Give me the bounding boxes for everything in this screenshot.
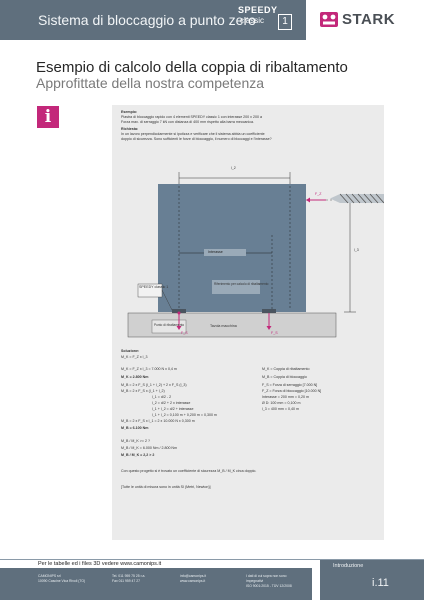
label-l3: l_3 (354, 248, 359, 252)
page-title: Esempio di calcolo della coppia di ribal… (36, 59, 348, 76)
footer-legal: impegnativi (246, 579, 264, 583)
question-line: doppio di sicurezza. Sono sufficienti le… (121, 137, 272, 141)
solution-line: M_B = 2 x F_S x (l_1 + l_2) (121, 389, 165, 393)
solution-heading: Soluzione: (121, 349, 140, 353)
footer-section: Introduzione (333, 563, 364, 569)
example-line: Forza max. di serraggio 7 kN con distanz… (121, 120, 255, 124)
label-l2: l_2 (231, 166, 236, 170)
stark-logo: STARK (306, 0, 424, 40)
legend-line: Ø D: 100 mm = 0,100 m (262, 401, 301, 405)
tilting-diagram (127, 172, 384, 338)
question-line: In un lavoro perpendicolarmente si ipoti… (121, 132, 265, 136)
footer-fax: Fax 011 959 47 27 (112, 579, 141, 583)
solution-line: l_1 + l_2 = 0,100 m + 0,200 m = 0,300 m (152, 413, 217, 417)
footer-download-text: Per le tabelle ed i files 3D vedere www.… (38, 561, 162, 567)
solution-line: M_K = F_Z x l_3 (121, 355, 148, 359)
footer-website: www.camonips.it (180, 579, 206, 583)
page-number: i.11 (372, 577, 389, 589)
speedy-classic-badge: SPEEDY classic 1 (238, 5, 296, 35)
label-fs-left: F_S (181, 331, 188, 335)
solution-line: M_K = 2.800 Nm (121, 375, 149, 379)
speedy-sub: classic (240, 16, 265, 25)
label-interasse: Interasse (208, 250, 223, 254)
label-fz: F_Z (315, 192, 322, 196)
footer-company: 10090 Cascine Vica Rivoli (TO) (38, 579, 86, 583)
footer-company: CAMONIPS srl (38, 574, 61, 578)
label-punto: Punto di ribaltamento (154, 323, 185, 327)
legend-line: F_Z = Forza di bloccaggio [10.000 N] (262, 389, 322, 393)
legend-line: l_3 = 400 mm = 0,40 m (262, 407, 299, 411)
info-icon: i (37, 106, 59, 128)
label-speedy: SPEEDY classic 1 (139, 285, 169, 289)
solution-line: M_B / M_K = 2,2 > 2 (121, 453, 155, 457)
speedy-number: 1 (278, 14, 292, 30)
solution-line: M_B / M_K >= 2 ? (121, 439, 150, 443)
header-bar: Sistema di bloccaggio a punto zero SPEED… (0, 0, 424, 40)
units-note: [Tutte le unità di misura sono in unità … (121, 485, 211, 489)
label-fs-right: F_S (271, 331, 278, 335)
speedy-brand: SPEEDY (238, 5, 278, 15)
footer-divider (0, 559, 424, 560)
footer-legal: I dati di cui sopra non sono (246, 574, 287, 578)
example-line: Piastra di bloccaggio rapido con 4 eleme… (121, 115, 262, 119)
footer-email: info@camonips.it (180, 574, 207, 578)
question-heading: Richiesta: (121, 127, 139, 131)
example-panel: Esempio: Piastra di bloccaggio rapido co… (112, 105, 384, 540)
footer-phone: Tel. 011 959 75 25 r.a. (112, 574, 146, 578)
legend-line: F_S = Forza di serraggio [7.000 N] (262, 383, 318, 387)
example-heading: Esempio: (121, 110, 138, 114)
solution-line: M_B / M_K = 6.000 Nm / 2.800 Nm (121, 446, 178, 450)
logo-text: STARK (342, 11, 396, 28)
footer-legal: ISO 9001:2015 - TÜV 12/2008 (246, 584, 292, 588)
drill-icon (330, 193, 384, 204)
footer-bar: CAMONIPS srl 10090 Cascine Vica Rivoli (… (0, 568, 312, 600)
legend-line: M_K = Coppia di ribaltamento (262, 367, 310, 371)
solution-line: l_2 = d/2 + 2 x interasse (152, 401, 191, 405)
label-riferimento: Riferimento per calcolo di ribaltamento (214, 282, 269, 286)
solution-line: M_B = 2 x F_S x l_1 = 2 x 10.000 N x 0,3… (121, 419, 195, 423)
solution-line: l_1 = d/2 - 2 (152, 395, 172, 399)
legend-line: Interasse = 200 mm = 0,20 m (262, 395, 309, 399)
conclusion-text: Con questo progetto si è trovato un coef… (121, 469, 257, 473)
page-subtitle: Approfittate della nostra competenza (36, 75, 265, 91)
legend-line: M_B = Coppia di bloccaggio (262, 375, 307, 379)
solution-line: M_B = 6.100 Nm (121, 426, 149, 430)
footer-page-box: Introduzione i.11 (320, 560, 424, 600)
label-tavola: Tavola macchina (210, 324, 237, 328)
solution-line: M_K = F_Z x l_3 = 7.000 N x 0,4 m (121, 367, 177, 371)
stark-logo-icon (320, 12, 338, 27)
header-title: Sistema di bloccaggio a punto zero (38, 12, 256, 28)
solution-line: l_1 + l_2 = d/2 + interasse (152, 407, 194, 411)
solution-line: M_B = 2 x F_S (l_1 + l_2) + 2 x F_S (l_3… (121, 383, 187, 387)
